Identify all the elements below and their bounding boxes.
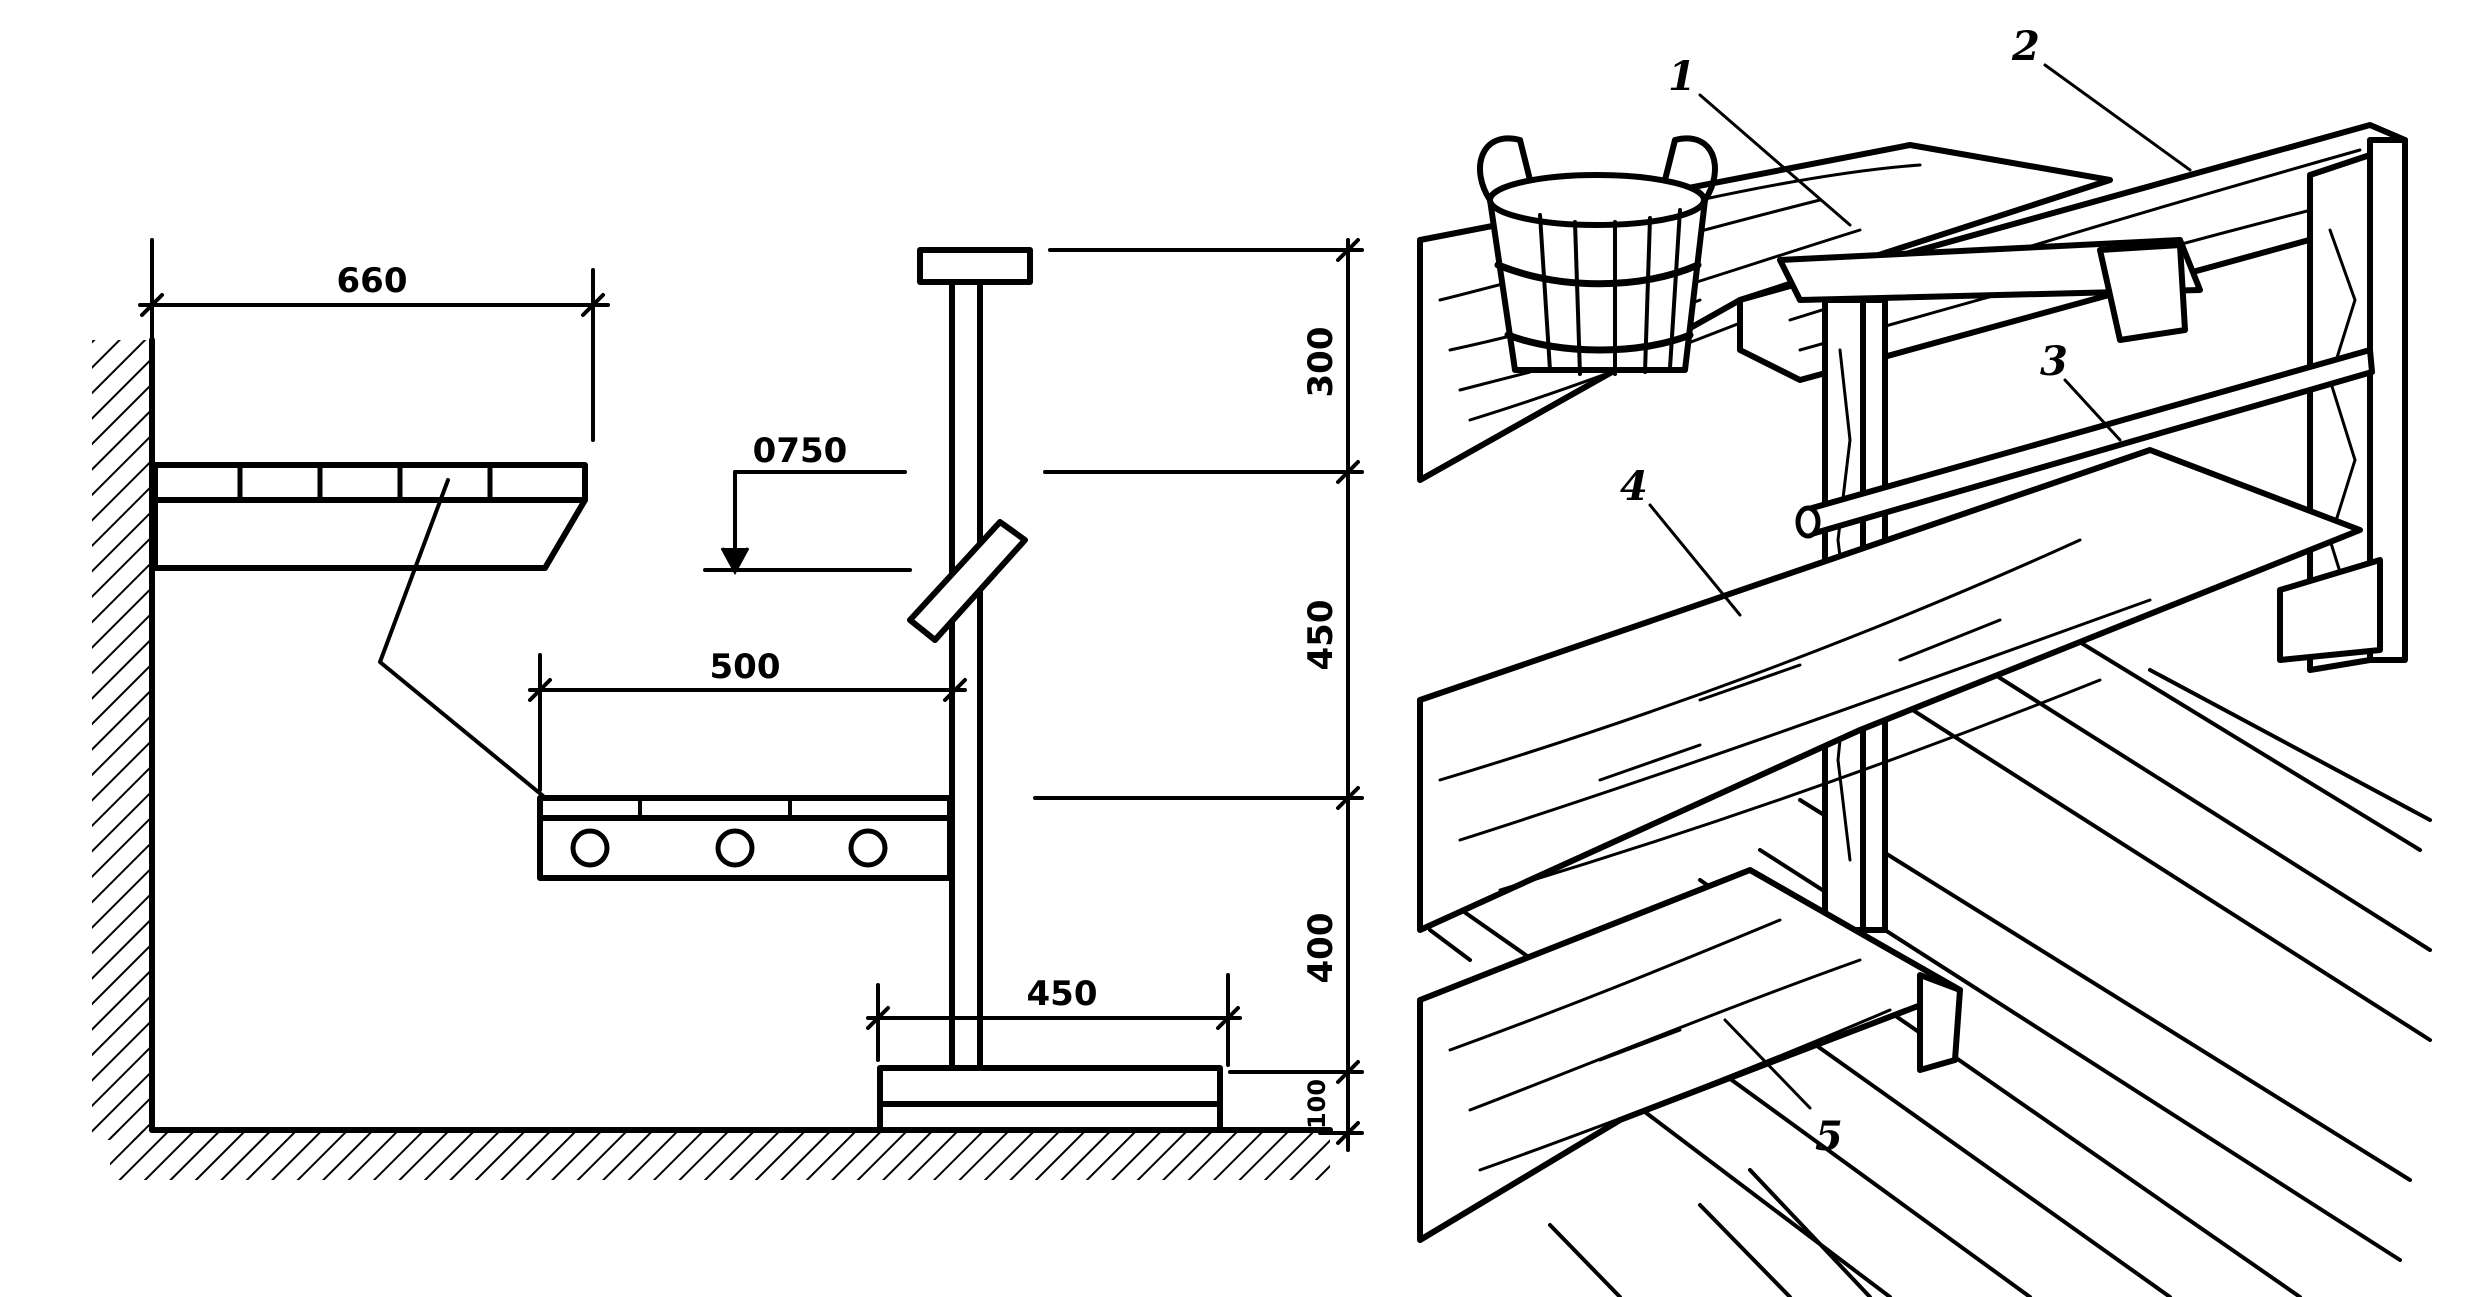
rail <box>1795 347 2375 539</box>
dim-headrest: 0750 <box>703 431 912 576</box>
dim-middle-shelf: 500 <box>528 647 967 792</box>
middle-shelf <box>537 795 953 881</box>
vertical-post <box>917 247 1033 1071</box>
callout-3: 3 <box>2040 338 2068 385</box>
dim-label-height-bottom: 100 <box>1303 1079 1331 1129</box>
section-drawing: 660 500 450 0750 <box>92 238 1364 1180</box>
callout-5: 5 <box>1815 1113 1843 1160</box>
dim-upper-shelf: 660 <box>138 238 610 442</box>
footrest <box>877 1065 1223 1133</box>
dim-height-chain: 300 450 400 100 <box>1033 238 1364 1152</box>
callout-2: 2 <box>2011 23 2040 70</box>
dim-label-height-middle: 400 <box>1301 913 1341 984</box>
bucket-icon <box>1477 135 1718 376</box>
dim-label-height-top: 300 <box>1301 327 1341 398</box>
dim-label-headrest: 0750 <box>753 431 848 471</box>
floor-hatching <box>110 1127 1333 1180</box>
dim-label-footrest: 450 <box>1027 974 1098 1014</box>
leader-line <box>378 478 550 802</box>
perspective-drawing: 1 2 3 4 5 <box>1417 23 2432 1297</box>
dim-label-middle-shelf: 500 <box>710 647 781 687</box>
callout-leader-2 <box>2043 63 2192 172</box>
callout-4: 4 <box>1620 463 1648 510</box>
callout-1: 1 <box>1668 53 1696 100</box>
dim-label-height-upper: 450 <box>1301 600 1341 671</box>
callout-leader-4 <box>1648 503 1742 617</box>
dim-footrest: 450 <box>866 973 1242 1067</box>
callout-leader-1 <box>1698 93 1852 227</box>
headrest <box>907 519 1028 643</box>
footrest-board <box>1417 867 1963 1243</box>
upper-shelf <box>152 462 588 571</box>
dim-label-upper-shelf: 660 <box>337 261 408 301</box>
lower-seat <box>1417 447 2363 933</box>
callout-leader-3 <box>2063 378 2122 442</box>
wall-hatching <box>92 298 155 1140</box>
callout-leader-5 <box>1723 1018 1812 1110</box>
